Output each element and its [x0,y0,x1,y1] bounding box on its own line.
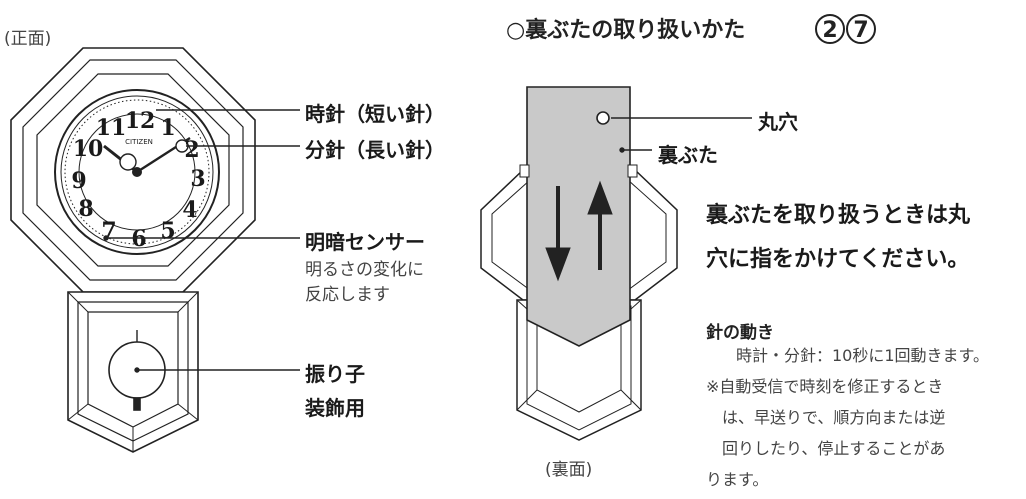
numeral-1: 1 [160,115,175,141]
numeral-3: 3 [190,166,205,192]
hand-motion-line-1: 時計・分針：10秒に1回動きます。 [736,346,989,365]
back-leader-lines [611,117,752,153]
sensor-desc-1: 明るさの変化に [305,260,424,280]
numeral-11: 11 [96,115,127,141]
ref-badge-1: 2 [822,18,837,43]
hand-motion-line-3: は、早送りで、順方向または逆 [722,408,946,427]
section-title: ○裏ぶたの取り扱いかた [506,18,746,43]
ref-badge-2: 7 [853,18,868,43]
minute-hand-label: 分針（長い針） [305,138,445,162]
numeral-9: 9 [71,168,86,194]
front-clock-drawing [10,47,256,453]
back-clock-drawing [480,86,678,441]
sensor-desc-2: 反応します [305,285,390,305]
back-caption: (裏面) [545,460,593,480]
clock-hands [103,136,191,177]
instruction-line-1: 裏ぶたを取り扱うときは丸 [706,203,971,228]
numeral-8: 8 [78,196,93,222]
instruction-line-2: 穴に指をかけてください。 [706,247,970,272]
section-ref-badges: 2 7 [815,14,876,44]
numeral-12: 12 [125,108,156,134]
brand-mark: CITIZEN [125,138,153,146]
pendulum-label: 振り子 [305,362,365,386]
hand-motion-line-2: ※自動受信で時刻を修正するとき [706,377,944,396]
front-caption: (正面) [4,29,52,49]
direction-arrows [545,180,613,282]
back-cover-label: 裏ぶた [658,143,718,167]
numeral-5: 5 [160,218,175,244]
hole-label: 丸穴 [758,110,798,134]
numeral-10: 10 [73,136,104,162]
numeral-4: 4 [182,197,197,223]
numeral-6: 6 [131,226,146,252]
front-leader-lines [103,109,300,373]
numeral-7: 7 [101,218,116,244]
decoration-label: 装飾用 [305,396,365,420]
hand-motion-title: 針の動き [706,323,774,343]
hand-motion-line-5: ります。 [706,470,769,489]
numeral-2: 2 [184,137,199,163]
clock-numerals: 12 1 2 3 4 5 6 7 8 9 10 11 CITIZEN [71,108,205,252]
sensor-label: 明暗センサー [305,230,425,254]
hour-hand-label: 時針（短い針） [305,102,445,126]
hand-motion-line-4: 回りしたり、停止することがあ [722,439,946,458]
